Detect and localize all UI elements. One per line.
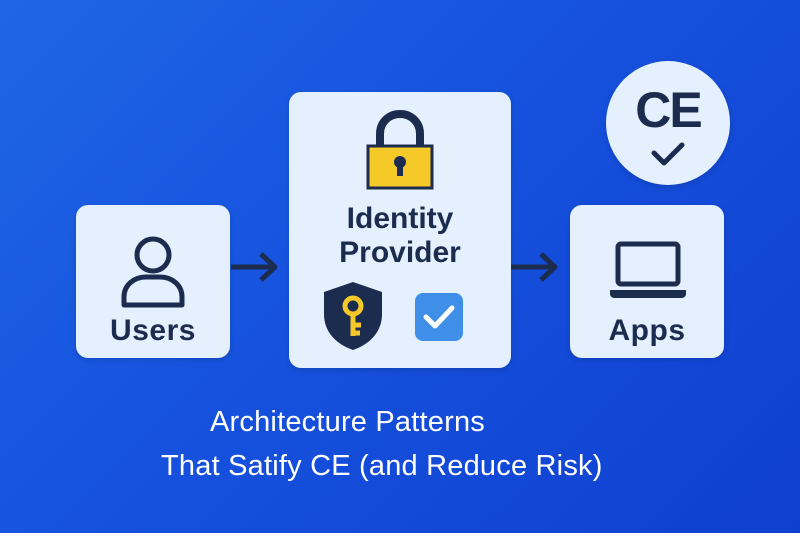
users-label: Users bbox=[110, 314, 196, 347]
laptop-icon bbox=[610, 241, 686, 298]
checkbox-icon bbox=[415, 293, 463, 341]
identity-provider-label-line2: Provider bbox=[339, 236, 461, 269]
identity-provider-label-line1: Identity bbox=[346, 202, 454, 235]
apps-node: Apps bbox=[570, 205, 724, 358]
identity-provider-node: Identity Provider bbox=[289, 92, 511, 368]
users-node: Users bbox=[76, 205, 230, 358]
shield-key-icon bbox=[324, 282, 382, 350]
title-line-1: Architecture Patterns bbox=[210, 406, 485, 438]
arrow-right-icon bbox=[231, 252, 278, 282]
lock-icon bbox=[366, 110, 434, 190]
apps-label: Apps bbox=[608, 314, 686, 347]
title-line-2: That Satify CE (and Reduce Risk) bbox=[161, 450, 603, 482]
ce-badge: CE bbox=[606, 61, 730, 185]
user-icon bbox=[121, 236, 185, 308]
checkmark-icon bbox=[651, 142, 685, 166]
ce-badge-text: CE bbox=[635, 82, 702, 138]
arrow-right-icon bbox=[511, 252, 558, 282]
